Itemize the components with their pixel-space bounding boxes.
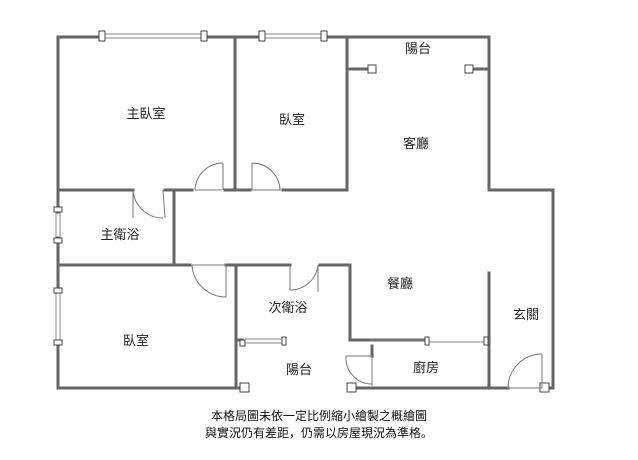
room-label-entrance: 玄關: [513, 308, 539, 323]
disclaimer-line-1: 本格局圖未依一定比例縮小繪製之概繪圖: [210, 409, 427, 423]
room-label-master-bedroom: 主臥室: [126, 106, 165, 122]
windows: [55, 33, 486, 344]
room-label-kitchen: 廚房: [413, 360, 439, 376]
room-label-master-bath: 主衛浴: [100, 228, 139, 243]
room-label-dining-room: 餐廳: [387, 276, 413, 292]
doors: [132, 162, 543, 389]
walls: [56, 35, 555, 390]
window-posts: [53, 30, 550, 393]
room-label-living-room: 客廳: [403, 136, 429, 152]
floor-plan: 主臥室 臥室 陽台 客廳 主衛浴 餐廳 次衛浴 玄關 臥室 陽台 廚房: [53, 30, 555, 393]
disclaimer-line-2: 與實況仍有差距，仍需以房屋現況為準格。: [204, 426, 433, 440]
room-label-bedroom-top: 臥室: [279, 112, 305, 128]
room-label-balcony-bottom: 陽台: [286, 363, 312, 378]
room-label-bedroom-bottom: 臥室: [123, 333, 149, 349]
room-label-second-bath: 次衛浴: [268, 300, 307, 316]
room-label-balcony-top: 陽台: [405, 42, 431, 57]
